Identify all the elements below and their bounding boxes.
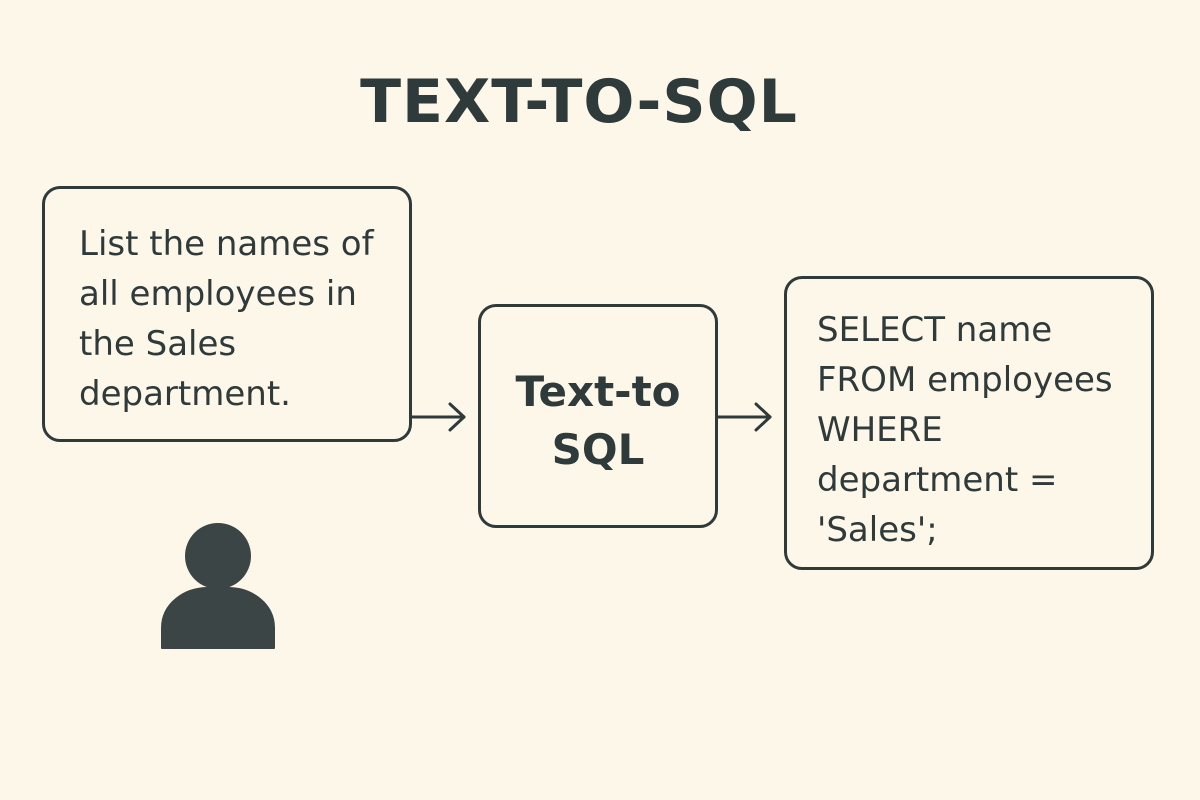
sql-line: department = bbox=[817, 460, 1058, 500]
question-line: List the names of bbox=[79, 224, 374, 264]
user-icon bbox=[161, 523, 275, 649]
engine-label-line: Text-to bbox=[515, 367, 681, 416]
question-line: all employees in bbox=[79, 274, 357, 314]
natural-language-question-box: List the names of all employees in the S… bbox=[42, 186, 412, 442]
question-line: the Sales bbox=[79, 324, 237, 364]
arrow-right-icon bbox=[410, 402, 466, 432]
sql-line: WHERE bbox=[817, 410, 943, 450]
sql-query-output-box: SELECT name FROM employees WHERE departm… bbox=[784, 276, 1154, 570]
sql-line: FROM employees bbox=[817, 360, 1113, 400]
question-line: department. bbox=[79, 374, 291, 414]
engine-label-line: SQL bbox=[551, 425, 645, 474]
question-text: List the names of all employees in the S… bbox=[79, 219, 374, 419]
sql-line: SELECT name bbox=[817, 310, 1053, 350]
sql-query-text: SELECT name FROM employees WHERE departm… bbox=[817, 305, 1113, 555]
sql-line: 'Sales'; bbox=[817, 510, 938, 550]
text-to-sql-engine-box: Text-to SQL bbox=[478, 304, 718, 528]
arrow-right-icon bbox=[716, 402, 772, 432]
diagram-title: TEXT-TO-SQL bbox=[360, 67, 798, 137]
engine-label: Text-to SQL bbox=[481, 363, 715, 479]
